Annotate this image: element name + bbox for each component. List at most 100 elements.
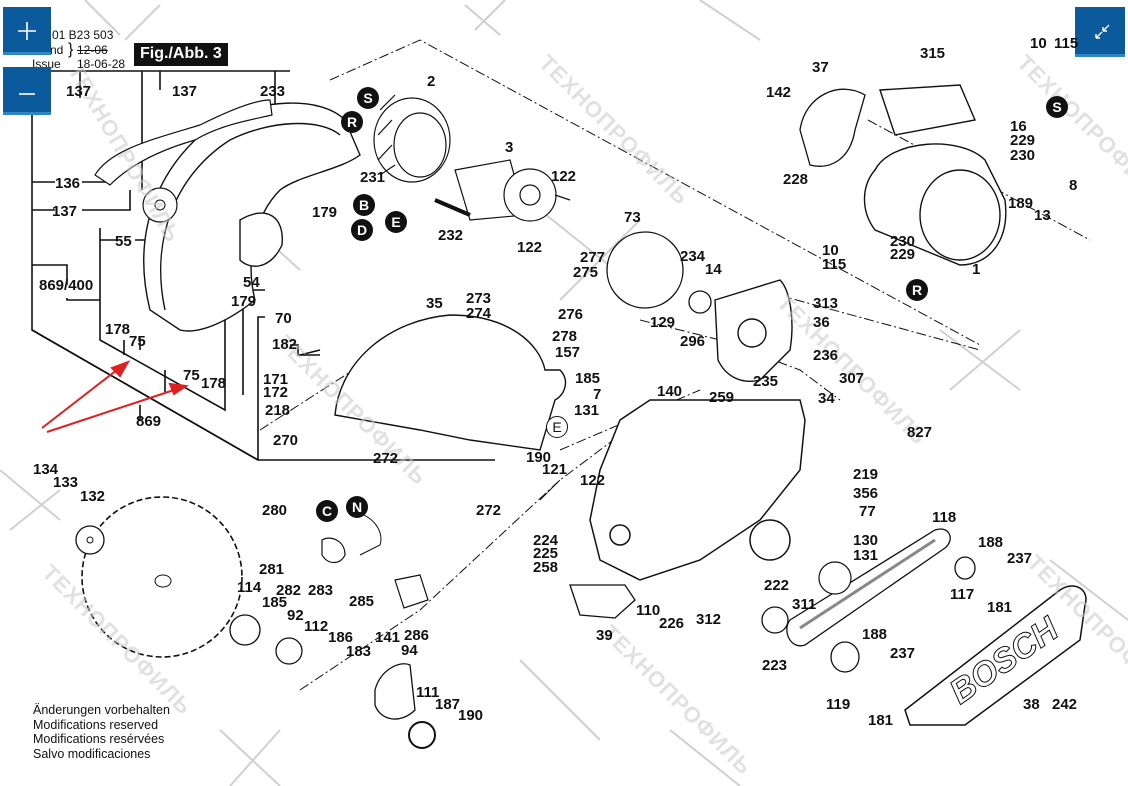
note-line-de: Änderungen vorbehalten [33,703,170,717]
part-label-122a: 122 [551,168,577,185]
zoom-out-button[interactable] [3,67,51,115]
part-label-278: 278 [552,328,578,345]
part-label-129: 129 [650,314,676,331]
part-label-224: 224 [533,532,559,549]
part-label-13: 13 [1034,207,1051,224]
part-label-187: 187 [435,696,461,713]
screw-232 [434,198,471,217]
callout-s: S [357,87,379,109]
part-label-114: 114 [237,579,262,596]
cover-39 [569,584,636,619]
part-label-119: 119 [826,696,851,713]
part-label-274: 274 [466,305,492,322]
part-label-10a: 10 [1030,35,1047,52]
stand-date: 12-06 [77,43,108,57]
pulley-119 [830,641,860,673]
part-label-313: 313 [813,295,839,312]
part-label-117: 117 [950,586,975,603]
part-label-122c: 122 [580,472,606,489]
part-label-225: 225 [533,545,559,562]
part-label-185b: 185 [262,594,288,611]
part-label-111: 111 [416,684,440,701]
part-label-39: 39 [596,627,613,644]
part-label-181a: 181 [987,599,1013,616]
part-label-236: 236 [813,347,839,364]
part-label-229a: 229 [1010,132,1036,149]
note-line-en: Modifications reserved [33,717,159,732]
part-label-307: 307 [839,370,865,387]
part-label-75b: 75 [183,367,200,384]
figure-title: Fig./Abb. 3 [134,43,228,66]
part-label-356: 356 [853,485,879,502]
part-label-827: 827 [907,424,933,441]
part-label-179a: 179 [312,204,338,221]
part-label-869: 869 [136,413,162,430]
callout-b: B [353,194,375,216]
part-label-185a: 185 [575,370,601,387]
part-label-157: 157 [555,344,581,361]
part-label-14: 14 [705,261,722,278]
part-label-286: 286 [404,627,430,644]
gasket-73 [606,231,684,309]
part-label-137c: 137 [52,203,78,220]
part-label-131a: 131 [574,402,600,419]
part-label-140: 140 [657,383,683,400]
collapse-button[interactable] [1075,7,1125,57]
part-label-36: 36 [813,314,830,331]
part-label-234: 234 [680,248,706,265]
part-label-118: 118 [932,509,957,526]
part-label-34: 34 [818,390,835,407]
part-label-8: 8 [1069,177,1078,194]
motor-housing-1 [863,84,1007,266]
part-label-242: 242 [1052,696,1078,713]
part-label-272a: 272 [373,450,399,467]
part-label-228: 228 [783,171,809,188]
zoom-in-button[interactable] [3,7,51,55]
part-label-188b: 188 [862,626,888,643]
part-label-186: 186 [328,629,354,646]
part-label-171: 171 [263,371,289,388]
part-label-110: 110 [636,602,661,619]
saw-blade [81,496,243,658]
wire-n [349,511,382,556]
gear-housing-34 [589,399,806,581]
callout-e: E [385,211,407,233]
part-label-178b: 178 [201,375,227,392]
part-label-270: 270 [273,432,299,449]
part-label-75a: 75 [129,333,146,350]
part-label-222: 222 [764,577,790,594]
part-283 [321,537,346,564]
part-label-133: 133 [53,474,79,491]
upper-blade-guard [143,102,361,332]
gear-cover-94 [374,663,416,720]
part-label-232: 232 [438,227,464,244]
armature-3 [454,159,571,222]
part-label-315: 315 [920,45,946,62]
callout-c: C [316,500,338,522]
part-label-70: 70 [275,310,292,327]
part-label-277: 277 [580,249,606,266]
part-label-92: 92 [287,607,304,624]
disc-131 [818,561,852,595]
stand-label: nd [50,43,64,57]
part-label-37: 37 [812,59,829,76]
part-label-312: 312 [696,611,722,628]
part-label-282: 282 [276,582,302,599]
plus-icon [18,22,36,40]
part-label-235: 235 [753,373,779,390]
callout-r-right: R [906,279,928,301]
part-label-134: 134 [33,461,59,478]
callout-r: R [341,111,363,133]
part-label-226: 226 [659,615,685,632]
part-label-137a: 137 [66,83,92,100]
part-label-188a: 188 [978,534,1004,551]
part-label-259: 259 [709,389,735,406]
part-label-237a: 237 [1007,550,1033,567]
part-label-54: 54 [243,274,260,291]
switch-286 [394,574,429,609]
part-label-218: 218 [265,402,291,419]
collapse-arrows-icon [1095,24,1110,39]
part-label-35: 35 [426,295,443,312]
part-label-115b: 115 [822,256,847,273]
